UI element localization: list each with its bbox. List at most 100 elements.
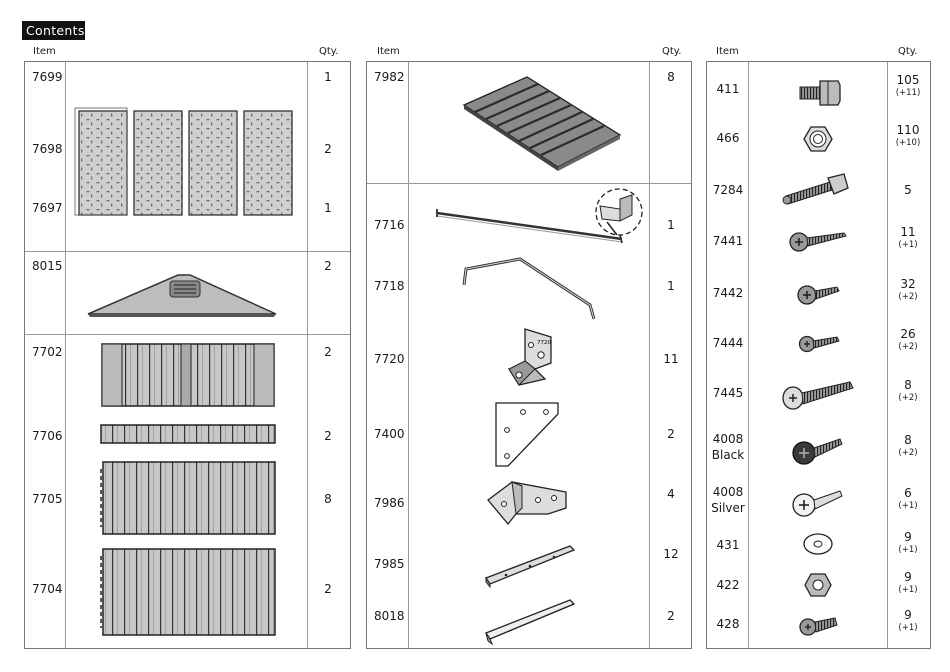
wall-section-illustration — [100, 461, 276, 535]
hardware-quantity: 6(+1) — [891, 486, 925, 511]
spare-quantity: (+1) — [898, 623, 918, 633]
small-phillips-screw-icon — [798, 335, 840, 353]
item-header: Item — [716, 46, 739, 57]
item-number: 7720 — [374, 352, 405, 366]
item-code: 422 — [716, 578, 740, 592]
truss-rod-illustration — [462, 257, 596, 320]
item-number: 7705 — [32, 492, 63, 506]
quantity-value: 9 — [904, 608, 912, 622]
quantity: 2 — [324, 345, 332, 359]
quantity: 8 — [324, 492, 332, 506]
middle-parts-panel — [366, 61, 692, 649]
angle-strip-illustration — [485, 599, 576, 646]
item-number: 8015 — [32, 259, 63, 273]
hardware-item-number: 7441 — [708, 233, 748, 249]
quantity: 12 — [663, 547, 679, 561]
hardware-quantity: 9(+1) — [891, 608, 925, 633]
item-code: 7445 — [712, 386, 744, 400]
trim-strip-illustration — [100, 424, 276, 444]
item-code: 411 — [716, 82, 740, 96]
spare-quantity: (+2) — [898, 292, 918, 302]
quantity: 2 — [324, 142, 332, 156]
spare-quantity: (+1) — [898, 240, 918, 250]
quantity: 2 — [324, 582, 332, 596]
item-variant: Silver — [711, 501, 745, 515]
item-number: 7706 — [32, 429, 63, 443]
item-header: Item — [377, 46, 400, 57]
hardware-quantity: 9(+1) — [891, 530, 925, 555]
quantity: 11 — [663, 352, 679, 366]
quantity-value: 5 — [904, 183, 912, 197]
hardware-quantity: 32(+2) — [891, 277, 925, 302]
left-parts-panel — [24, 61, 351, 649]
hardware-item-number: 431 — [708, 537, 748, 553]
item-number: 7697 — [32, 201, 63, 215]
quantity-value: 26 — [900, 327, 916, 341]
hardware-item-number: 466 — [708, 130, 748, 146]
spare-quantity: (+2) — [898, 342, 918, 352]
item-code: 7444 — [712, 336, 744, 350]
divider — [25, 334, 350, 335]
quantity: 1 — [324, 201, 332, 215]
quantity: 2 — [667, 609, 675, 623]
quantity-value: 105 — [896, 73, 920, 87]
item-number: 7716 — [374, 218, 405, 232]
phillips-screw-icon — [789, 232, 847, 252]
qty-header: Qty. — [662, 46, 682, 57]
item-number: 7698 — [32, 142, 63, 156]
floor-panel-illustration — [462, 76, 622, 171]
quantity: 2 — [667, 427, 675, 441]
flange-nut-icon — [803, 126, 833, 152]
bracket-part-stamp: 7720 — [537, 340, 551, 346]
spare-quantity: (+1) — [898, 501, 918, 511]
divider — [748, 62, 749, 648]
hardware-quantity: 9(+1) — [891, 570, 925, 595]
hardware-item-number: 7442 — [708, 285, 748, 301]
quantity: 4 — [667, 487, 675, 501]
spare-quantity: (+2) — [898, 448, 918, 458]
item-code: 466 — [716, 131, 740, 145]
item-number: 7985 — [374, 557, 405, 571]
divider — [367, 183, 691, 184]
door-panel-illustration — [101, 343, 275, 407]
item-code: 431 — [716, 538, 740, 552]
qty-header: Qty. — [319, 46, 339, 57]
divider — [408, 62, 409, 648]
item-code: 4008 — [712, 432, 744, 446]
quantity: 1 — [667, 279, 675, 293]
hardware-item-number: 7445 — [708, 385, 748, 401]
hardware-panel — [706, 61, 931, 649]
spare-quantity: (+11) — [895, 88, 921, 98]
hex-nut-icon — [804, 573, 832, 597]
item-code: 7442 — [712, 286, 744, 300]
wall-panel — [133, 110, 183, 216]
divider — [25, 251, 350, 252]
quantity-value: 110 — [896, 123, 920, 137]
large-wall-section-illustration — [100, 548, 276, 636]
quantity: 2 — [324, 429, 332, 443]
channel-strip-illustration — [485, 545, 576, 589]
hardware-quantity: 105(+11) — [891, 73, 925, 98]
machine-screw-icon — [799, 617, 838, 636]
long-square-head-bolt-icon — [782, 173, 849, 205]
quantity: 1 — [667, 218, 675, 232]
divider — [887, 62, 888, 648]
corner-plate-illustration — [495, 402, 559, 467]
quantity-value: 9 — [904, 570, 912, 584]
quantity: 8 — [667, 70, 675, 84]
wall-panel — [243, 110, 293, 216]
hardware-quantity: 5 — [891, 183, 925, 197]
item-code: 7441 — [712, 234, 744, 248]
divider — [649, 62, 650, 648]
hardware-item-number: 7284 — [708, 182, 748, 198]
ridge-rod-illustration — [436, 188, 643, 244]
silver-screw-icon — [792, 490, 843, 517]
short-phillips-screw-icon — [797, 285, 840, 305]
quantity-value: 6 — [904, 486, 912, 500]
spare-quantity: (+1) — [898, 585, 918, 595]
hardware-quantity: 110(+10) — [891, 123, 925, 148]
hardware-quantity: 26(+2) — [891, 327, 925, 352]
black-screw-icon — [792, 438, 843, 465]
